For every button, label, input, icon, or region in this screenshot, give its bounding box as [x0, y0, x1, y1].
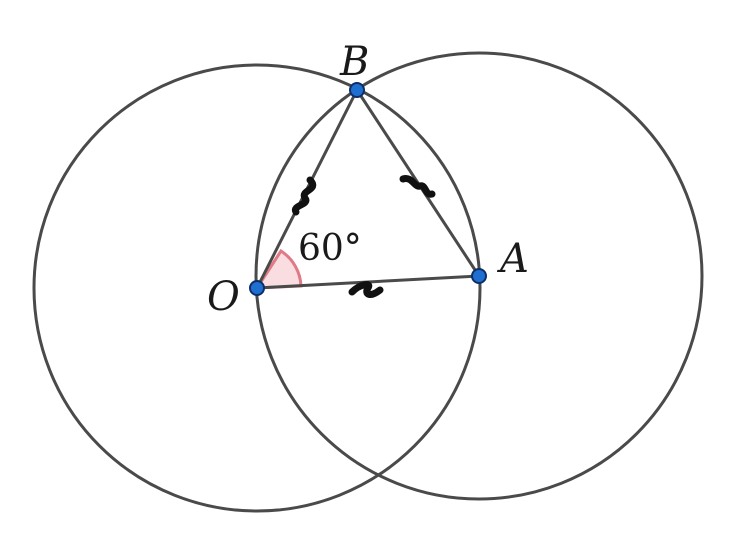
label-a: A	[496, 236, 529, 282]
label-o: O	[207, 274, 240, 320]
point-a	[471, 268, 487, 284]
point-b	[349, 82, 365, 98]
tick-mark-oa	[348, 281, 384, 298]
tick-mark-ab	[399, 175, 436, 198]
label-b: B	[339, 39, 369, 85]
angle-marker-at-o	[254, 248, 303, 290]
circle-centered-at-o	[32, 63, 482, 513]
tick-mark-ob	[291, 176, 317, 216]
point-o	[249, 280, 265, 296]
angle-label-60: 60°	[298, 228, 362, 269]
circle-centered-at-a	[254, 51, 704, 501]
